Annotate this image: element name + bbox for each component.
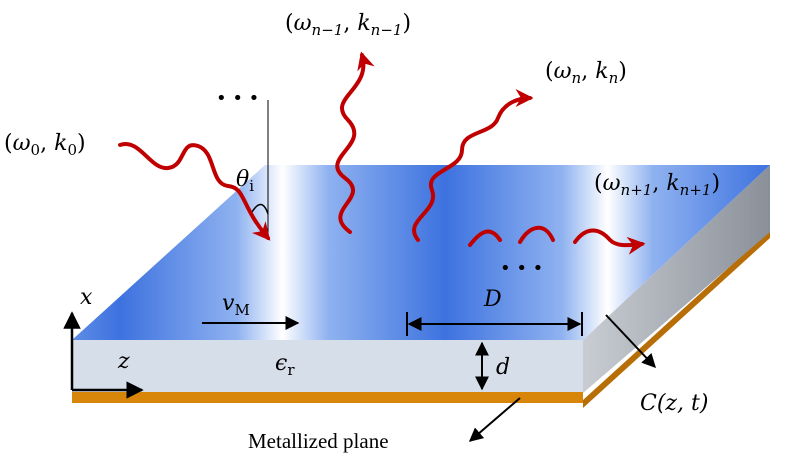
label-wave-n-minus-1: (ωn−1, kn−1): [285, 11, 411, 39]
wave-n-minus-1: [335, 51, 375, 234]
wave-n-plus-1: [468, 225, 642, 245]
capacitance-leader: [605, 314, 656, 369]
angle-arc: [251, 203, 269, 215]
label-velocity: vM: [222, 291, 250, 319]
label-capacitance: C(z, t): [640, 391, 708, 416]
label-axis-z: z: [117, 349, 130, 374]
metal-plane-front: [72, 390, 583, 403]
label-wave-n: (ωn, kn): [545, 59, 627, 87]
substrate-side: [583, 165, 770, 393]
label-theta: θi: [236, 167, 254, 195]
label-wave-0: (ω0, k0): [4, 131, 86, 159]
metal-plane-side: [583, 230, 770, 408]
dots-bottom: • • •: [500, 258, 543, 279]
label-period: D: [483, 287, 502, 312]
metal-leader: [468, 397, 521, 442]
label-permittivity: ϵr: [275, 351, 295, 379]
wave-n: [412, 89, 534, 242]
label-wave-n-plus-1: (ωn+1, kn+1): [594, 171, 720, 199]
label-thickness: d: [496, 355, 510, 380]
label-axis-x: x: [80, 285, 93, 310]
label-metallized-plane: Metallized plane: [248, 429, 389, 453]
incident-wave: [118, 142, 271, 241]
substrate-front: [72, 340, 583, 392]
dots-top: • • •: [216, 88, 259, 109]
